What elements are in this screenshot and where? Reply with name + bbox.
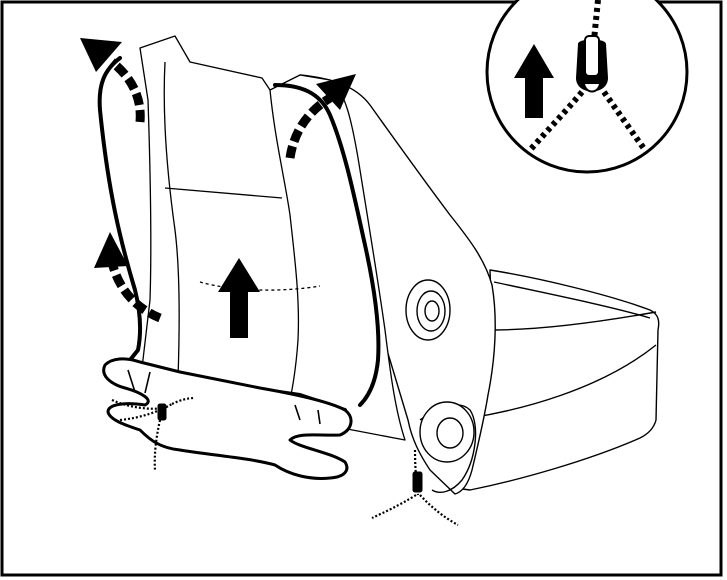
- recline-knob: [406, 280, 450, 340]
- zipper-detail-inset: [487, 0, 687, 172]
- hinge-knob: [420, 402, 474, 462]
- curved-arrow-icon: [80, 38, 140, 122]
